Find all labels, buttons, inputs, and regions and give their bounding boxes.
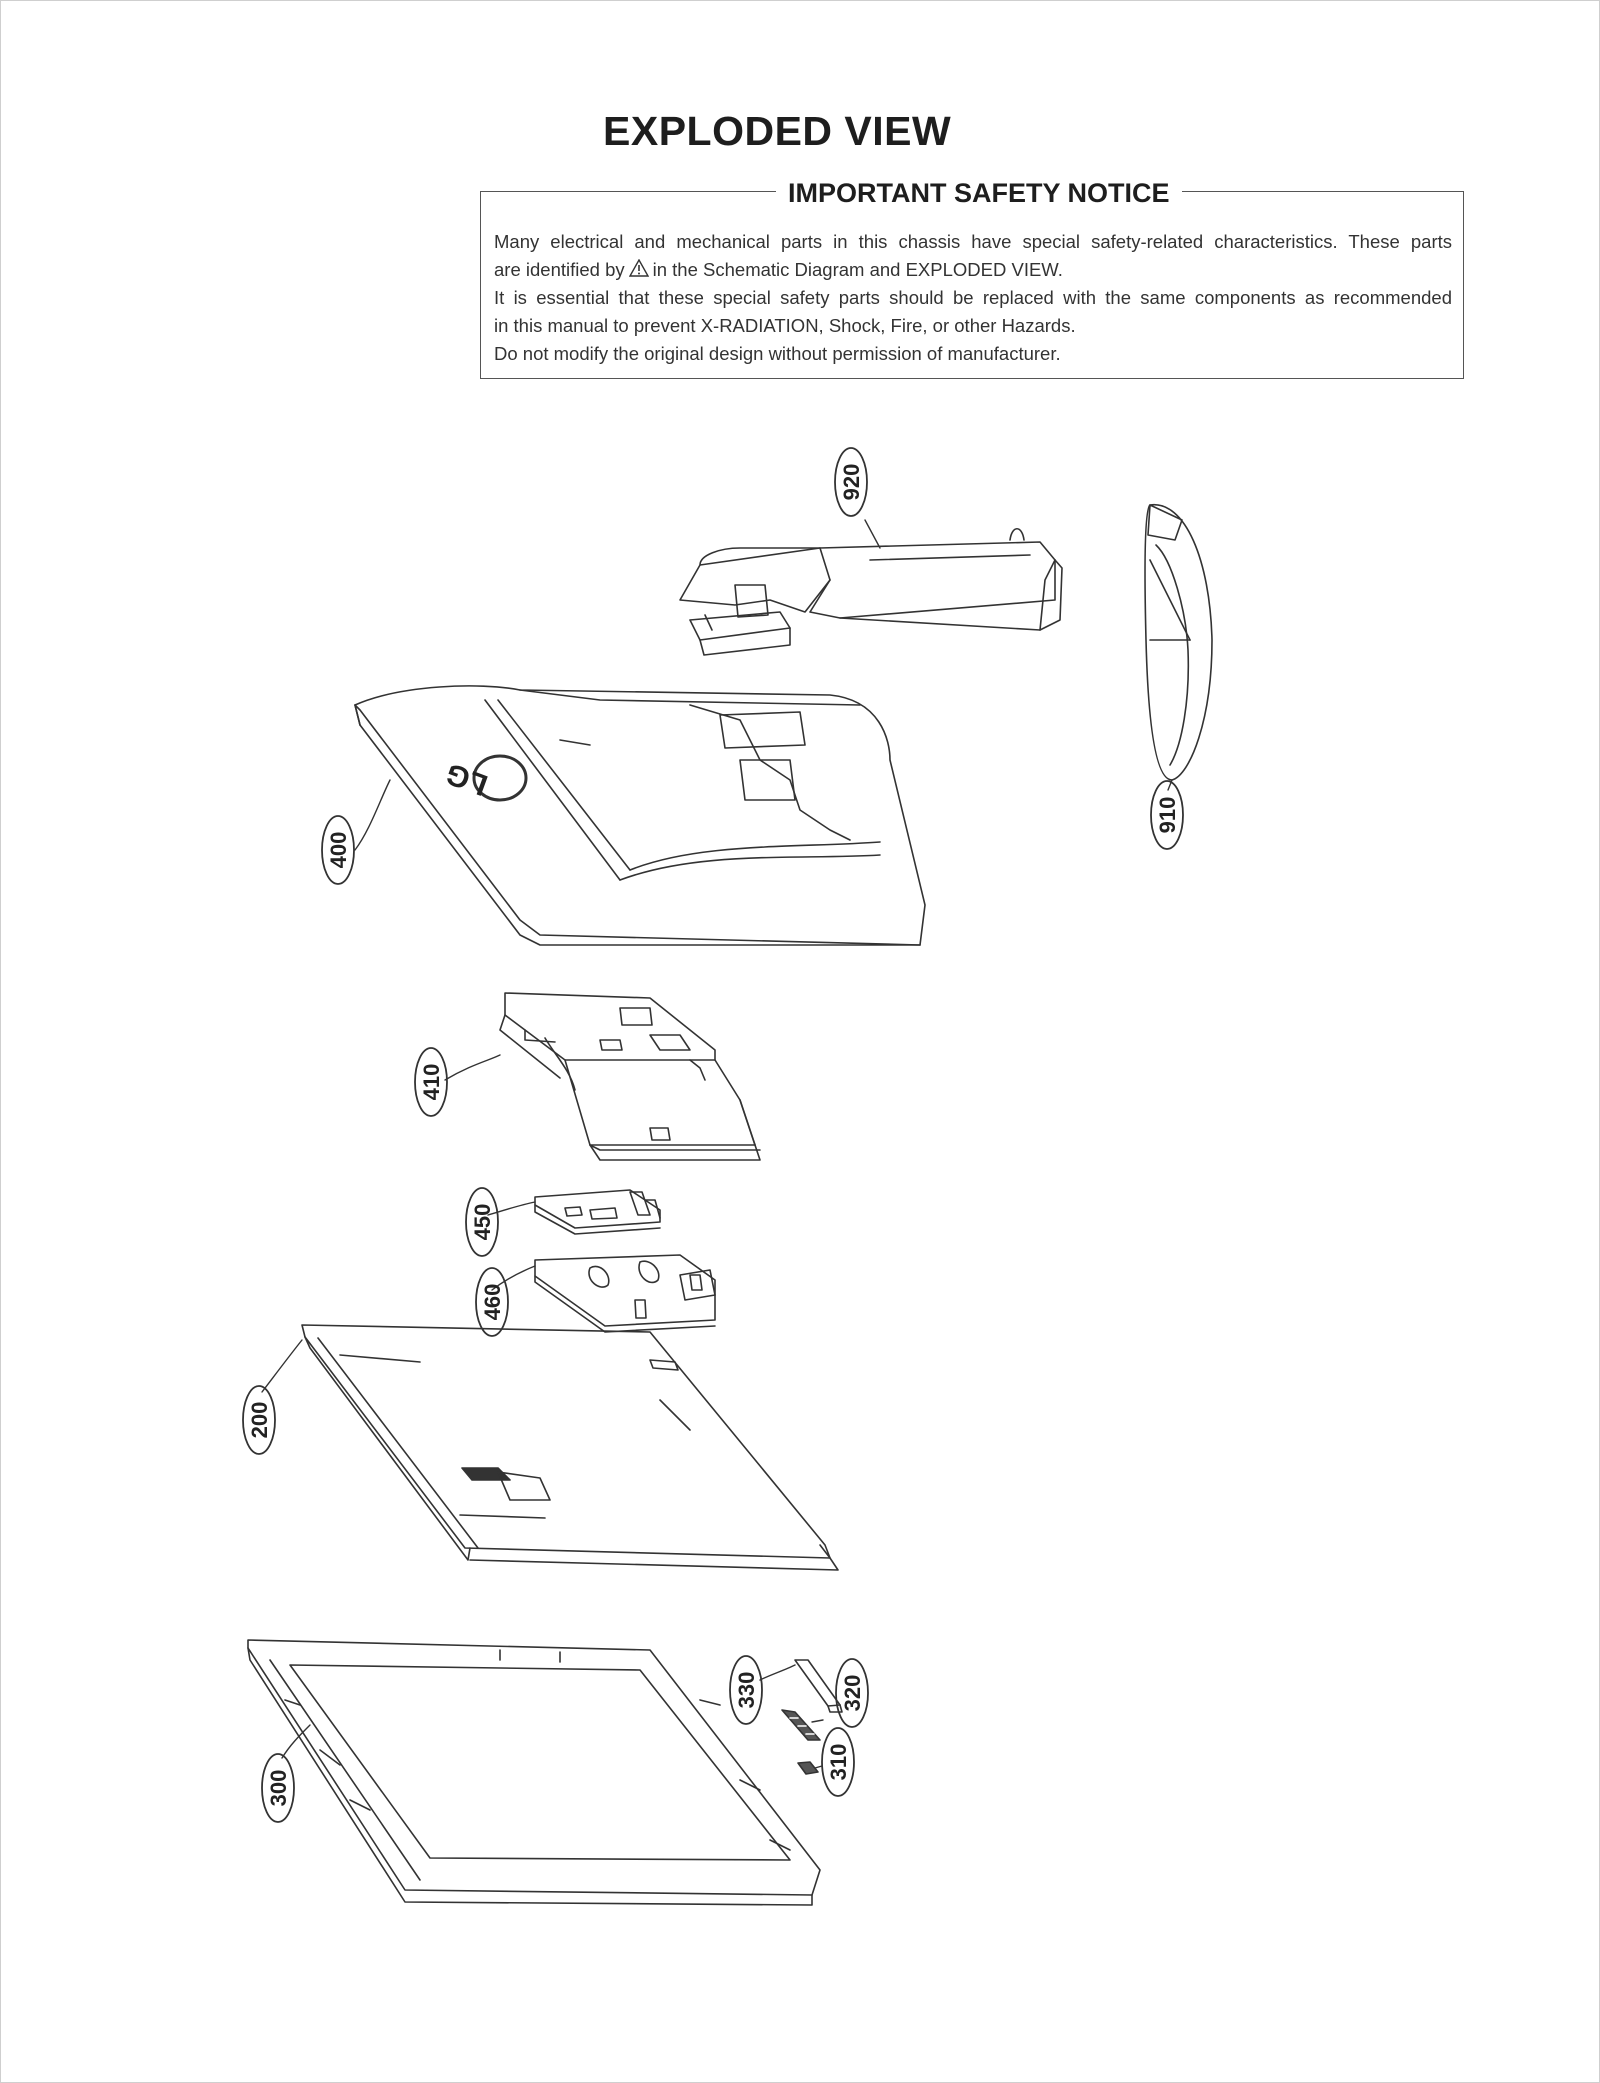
back-cover-part [354,685,926,946]
stand-base-part [1144,504,1213,781]
callout-labels: 920 910 400 410 450 460 200 300 330 320 … [247,464,1180,1807]
notice-line-5: Do not modify the original design withou… [494,343,1061,364]
callout-200-label: 200 [247,1402,272,1439]
callout-400-circle [321,815,355,885]
notice-line-3: It is essential that these special safet… [494,287,1452,308]
callout-330-label: 330 [734,1672,759,1709]
notice-line-2: are identified by in the Schematic Diagra… [494,256,1452,284]
callout-460-circle [475,1267,509,1337]
power-board-part [534,1254,716,1333]
callout-410-circle [414,1047,448,1117]
callout-460-label: 460 [480,1284,505,1321]
stand-arm-part [679,527,1063,656]
page-title: EXPLODED VIEW [603,108,952,154]
callout-circles [242,447,1184,1823]
callout-310-circle [821,1727,855,1797]
callout-330-circle [729,1655,763,1725]
callout-910-circle [1150,780,1184,850]
callout-920-circle [834,447,868,517]
notice-line-4: in this manual to prevent X-RADIATION, S… [494,315,1076,336]
callout-300-circle [261,1753,295,1823]
warning-triangle-icon [628,259,649,277]
notice-line-1: Many electrical and mechanical parts in … [494,231,1452,252]
lcd-module-part [301,1324,839,1571]
control-buttons-part [781,1709,821,1741]
callout-450-label: 450 [470,1204,495,1241]
callout-320-label: 320 [840,1675,865,1712]
safety-notice-text: Many electrical and mechanical parts in … [494,228,1452,368]
callout-410-label: 410 [419,1064,444,1101]
notice-line-2-start: are identified by [494,259,625,280]
callout-450-circle [465,1187,499,1257]
callout-320-circle [835,1658,869,1728]
button-bracket-part [794,1659,843,1713]
control-board-part [534,1189,661,1235]
front-cabinet-part [247,1639,821,1906]
notice-line-2-end: in the Schematic Diagram and EXPLODED VI… [652,259,1063,280]
safety-notice-heading: IMPORTANT SAFETY NOTICE [776,178,1182,209]
callout-200-circle [242,1385,276,1455]
main-shield-part [499,992,761,1161]
callout-400-label: 400 [326,832,351,869]
power-button-part [797,1761,819,1775]
callout-920-label: 920 [839,464,864,501]
leader-lines [261,519,1173,1769]
callout-300-label: 300 [266,1770,291,1807]
callout-310-label: 310 [826,1744,851,1781]
callout-910-label: 910 [1155,797,1180,834]
